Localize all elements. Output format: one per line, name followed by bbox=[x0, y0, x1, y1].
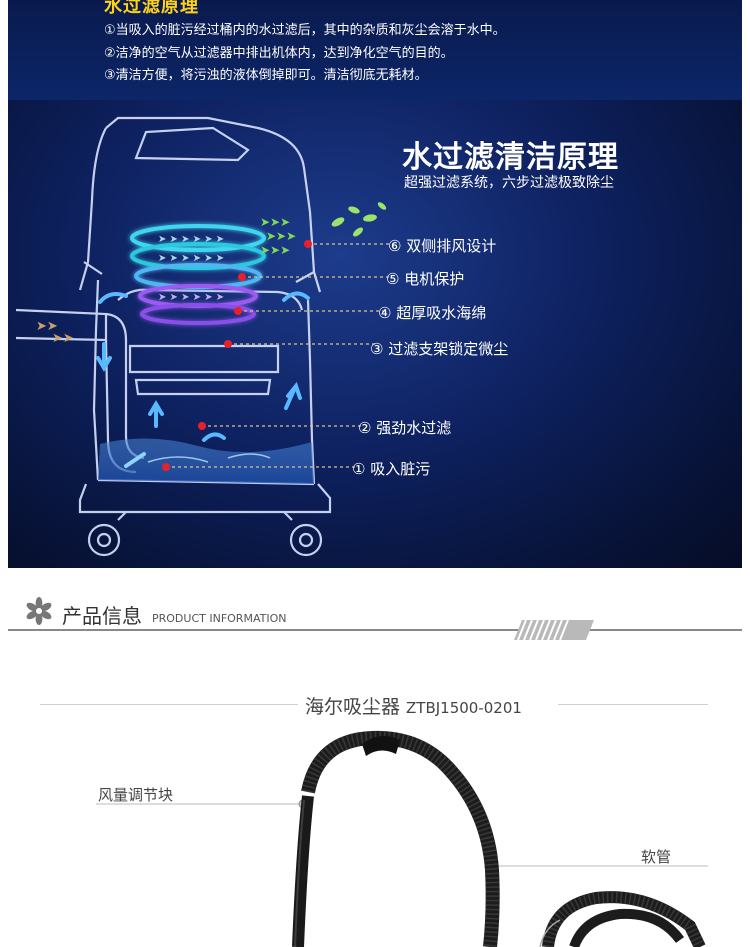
svg-text:➤➤➤: ➤➤➤ bbox=[266, 229, 296, 243]
water-filter-banner: 水过滤原理 ①当吸入的脏污经过桶内的水过滤后，其中的杂质和灰尘会溶于水中。 ②洁… bbox=[8, 0, 742, 568]
hose-label: 软管 bbox=[641, 848, 672, 866]
svg-text:➤ ➤ ➤ ➤ ➤ ➤: ➤ ➤ ➤ ➤ ➤ ➤ bbox=[158, 234, 224, 245]
diagram-title: 水过滤清洁原理 bbox=[402, 140, 619, 175]
principle-line-3: ③清洁方便，将污浊的液体倒掉即可。清洁彻底无耗材。 bbox=[104, 68, 428, 83]
vacuum-cutaway-diagram: ➤ ➤ ➤ ➤ ➤ ➤ ➤ ➤ ➤ ➤ ➤ ➤ ➤ ➤ ➤ ➤ ➤ ➤ ➤➤➤ … bbox=[15, 116, 394, 557]
section-divider bbox=[8, 629, 742, 631]
air-flow-arrows bbox=[96, 291, 310, 468]
intake-arrows: ➤➤ ➤➤ bbox=[36, 319, 74, 346]
product-model-heading: 海尔吸尘器 ZTBJ1500-0201 bbox=[305, 692, 522, 719]
svg-text:➤➤: ➤➤ bbox=[52, 331, 74, 346]
svg-text:➤ ➤ ➤ ➤ ➤ ➤: ➤ ➤ ➤ ➤ ➤ ➤ bbox=[158, 253, 224, 264]
svg-text:➤➤➤: ➤➤➤ bbox=[260, 243, 290, 257]
callout-intake: ① 吸入脏污 bbox=[352, 460, 431, 478]
vacuum-hose-illustration bbox=[96, 730, 708, 947]
svg-text:➤ ➤ ➤ ➤ ➤ ➤: ➤ ➤ ➤ ➤ ➤ ➤ bbox=[158, 292, 224, 303]
product-info-title: 产品信息 bbox=[62, 604, 142, 628]
model-right-line bbox=[558, 704, 708, 705]
callout-filter-stand: ③ 过滤支架锁定微尘 bbox=[370, 340, 509, 358]
exhaust-arrows: ➤➤➤ ➤➤➤ ➤➤➤ bbox=[260, 215, 296, 257]
svg-text:➤➤: ➤➤ bbox=[36, 319, 58, 334]
callout-exhaust: ⑥ 双侧排风设计 bbox=[388, 237, 497, 255]
top-title: 水过滤原理 bbox=[104, 0, 199, 17]
product-model-code: ZTBJ1500-0201 bbox=[406, 699, 522, 717]
model-left-line bbox=[40, 704, 298, 705]
product-name: 海尔吸尘器 bbox=[305, 696, 401, 718]
stripe-decoration bbox=[514, 619, 594, 641]
principle-line-1: ①当吸入的脏污经过桶内的水过滤后，其中的杂质和灰尘会溶于水中。 bbox=[104, 23, 506, 38]
callout-water-filter: ② 强劲水过滤 bbox=[358, 419, 452, 437]
diagram-subtitle: 超强过滤系统，六步过滤极致除尘 bbox=[404, 175, 614, 191]
product-info-subtitle: PRODUCT INFORMATION bbox=[152, 612, 287, 625]
airflow-adjuster-label: 风量调节块 bbox=[98, 786, 174, 804]
principle-line-2: ②洁净的空气从过滤器中排出机体内，达到净化空气的目的。 bbox=[104, 46, 454, 61]
callout-leaders bbox=[162, 240, 394, 471]
flower-icon bbox=[26, 597, 52, 625]
leaves-icon bbox=[331, 202, 387, 237]
filter-rings bbox=[130, 224, 266, 325]
banner-top-strip bbox=[8, 0, 742, 100]
callout-motor: ⑤ 电机保护 bbox=[386, 270, 465, 288]
callout-sponge: ④ 超厚吸水海绵 bbox=[378, 304, 487, 322]
svg-text:➤➤➤: ➤➤➤ bbox=[260, 215, 290, 229]
